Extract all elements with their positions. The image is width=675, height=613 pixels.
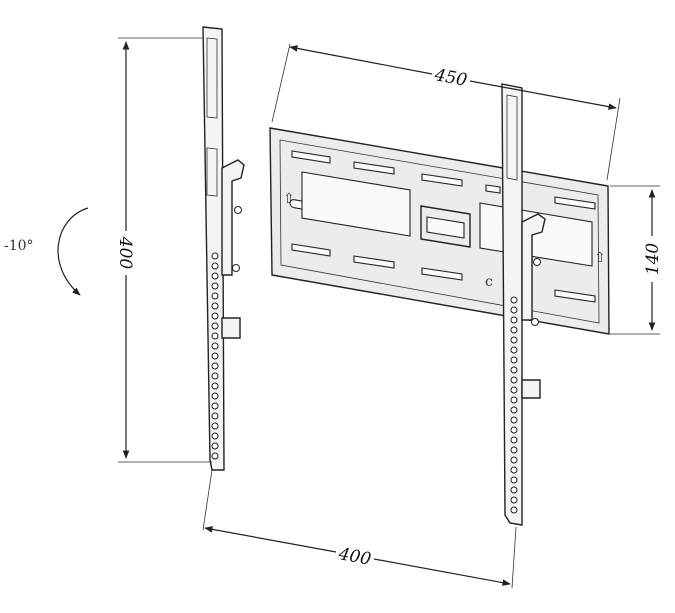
mounting-hole <box>510 356 518 364</box>
left-arm-holes <box>211 252 219 460</box>
mounting-hole <box>211 432 219 440</box>
mounting-hole <box>510 466 518 474</box>
mounting-hole <box>211 322 219 330</box>
mounting-hole <box>211 442 219 450</box>
mounting-hole <box>211 282 219 290</box>
mounting-hole <box>211 262 219 270</box>
mounting-hole <box>510 306 518 314</box>
mounting-hole <box>211 272 219 280</box>
mounting-hole <box>510 376 518 384</box>
mounting-hole <box>211 312 219 320</box>
mounting-hole <box>211 352 219 360</box>
rotate-arrow-icon <box>57 207 89 296</box>
dimension-width-bottom: 400 <box>202 469 517 589</box>
mounting-hole <box>211 422 219 430</box>
dim-label-height-right: 140 <box>643 243 663 276</box>
mounting-hole <box>211 332 219 340</box>
mounting-hole <box>510 296 518 304</box>
mounting-hole <box>510 416 518 424</box>
bubble-level-icon <box>420 205 471 248</box>
mounting-hole <box>211 302 219 310</box>
mounting-hole <box>510 326 518 334</box>
mounting-hole <box>211 392 219 400</box>
mounting-hole <box>211 452 219 460</box>
mounting-hole <box>510 506 518 514</box>
mounting-hole <box>510 316 518 324</box>
mounting-hole <box>211 382 219 390</box>
mounting-hole <box>510 476 518 484</box>
plate-slots-bottom <box>291 243 596 303</box>
mounting-hole <box>211 292 219 300</box>
mounting-hole <box>510 486 518 494</box>
mounting-hole <box>211 372 219 380</box>
mounting-hole <box>510 436 518 444</box>
mounting-hole <box>211 402 219 410</box>
up-arrow-icon: ⇧ <box>283 191 295 207</box>
left-mounting-arm <box>202 26 245 471</box>
mounting-hole <box>510 346 518 354</box>
right-arm-holes <box>510 296 518 514</box>
mounting-hole <box>211 412 219 420</box>
mounting-hole <box>510 366 518 374</box>
mounting-hole <box>510 426 518 434</box>
dimension-height-left: 400 <box>115 37 212 463</box>
mounting-hole <box>510 496 518 504</box>
wall-plate: ⇧ ⇧ c <box>269 127 610 335</box>
mounting-hole <box>211 362 219 370</box>
up-arrow-icon: ⇧ <box>594 250 606 266</box>
dim-label-height-left: 400 <box>115 236 135 270</box>
mounting-hole <box>510 446 518 454</box>
plate-mark: c <box>485 274 493 290</box>
mounting-hole <box>510 386 518 394</box>
right-mounting-arm <box>501 83 546 526</box>
mounting-hole <box>510 406 518 414</box>
mounting-hole <box>510 456 518 464</box>
mounting-hole <box>211 252 219 260</box>
plate-slots-top <box>291 150 596 210</box>
plate-window-left <box>301 171 411 237</box>
tilt-indicator: -10° <box>4 207 89 296</box>
mounting-hole <box>510 396 518 404</box>
dim-label-width-top: 450 <box>432 65 469 91</box>
mounting-hole <box>510 336 518 344</box>
tilt-label: -10° <box>4 238 34 254</box>
dim-label-width-bottom: 400 <box>336 544 373 570</box>
mounting-hole <box>211 342 219 350</box>
dimension-height-right: 140 <box>610 185 663 335</box>
